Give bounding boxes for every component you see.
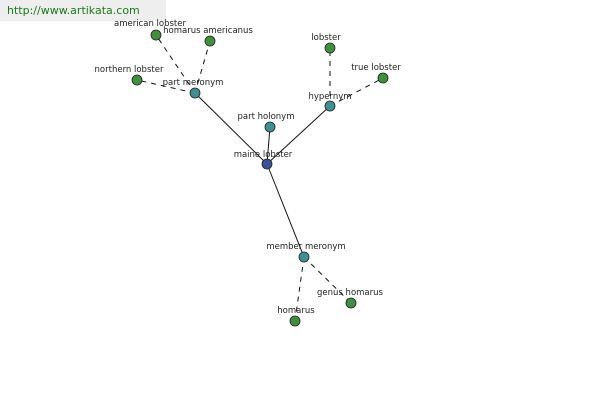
node-american-lobster[interactable] [150, 29, 162, 41]
node-part-meronym[interactable] [189, 87, 201, 99]
node-label-part-holonym[interactable]: part holonym [238, 112, 295, 122]
node-label-genus-homarus[interactable]: genus homarus [317, 288, 383, 298]
edge-maine-lobster-to-part-meronym [194, 92, 268, 165]
node-hypernym[interactable] [324, 100, 336, 112]
nodes-layer [131, 29, 389, 327]
node-homarus[interactable] [289, 315, 301, 327]
node-maine-lobster[interactable] [261, 158, 273, 170]
edges-layer [136, 34, 384, 322]
node-label-part-meronym[interactable]: part meronym [163, 78, 224, 88]
edge-member-meronym-to-genus-homarus [303, 256, 352, 304]
edge-maine-lobster-to-hypernym [266, 105, 331, 165]
node-true-lobster[interactable] [377, 72, 389, 84]
edge-maine-lobster-to-part-holonym [266, 126, 271, 165]
node-lobster[interactable] [324, 42, 336, 54]
node-part-holonym[interactable] [264, 121, 276, 133]
node-label-northern-lobster[interactable]: northern lobster [95, 65, 164, 75]
node-label-homarus-americanus[interactable]: homarus americanus [163, 26, 253, 36]
edge-member-meronym-to-homarus [294, 256, 305, 322]
edge-part-meronym-to-american-lobster [155, 34, 196, 94]
node-label-homarus[interactable]: homarus [277, 306, 315, 316]
node-northern-lobster[interactable] [131, 74, 143, 86]
node-member-meronym[interactable] [298, 251, 310, 263]
node-label-member-meronym[interactable]: member meronym [266, 242, 345, 252]
node-label-american-lobster[interactable]: american lobster [114, 19, 186, 29]
labels-layer: maine lobster part holonym part meronym hyp… [95, 19, 402, 316]
node-label-true-lobster[interactable]: true lobster [351, 63, 401, 73]
node-label-hypernym[interactable]: hypernym [308, 92, 351, 102]
node-label-lobster[interactable]: lobster [311, 33, 341, 43]
node-genus-homarus[interactable] [345, 297, 357, 309]
url-banner: http://www.artikata.com [0, 0, 166, 21]
node-label-maine-lobster[interactable]: maine lobster [234, 150, 293, 160]
node-homarus-americanus[interactable] [204, 35, 216, 47]
url-link[interactable]: http://www.artikata.com [7, 4, 140, 17]
edge-maine-lobster-to-member-meronym [266, 163, 305, 258]
